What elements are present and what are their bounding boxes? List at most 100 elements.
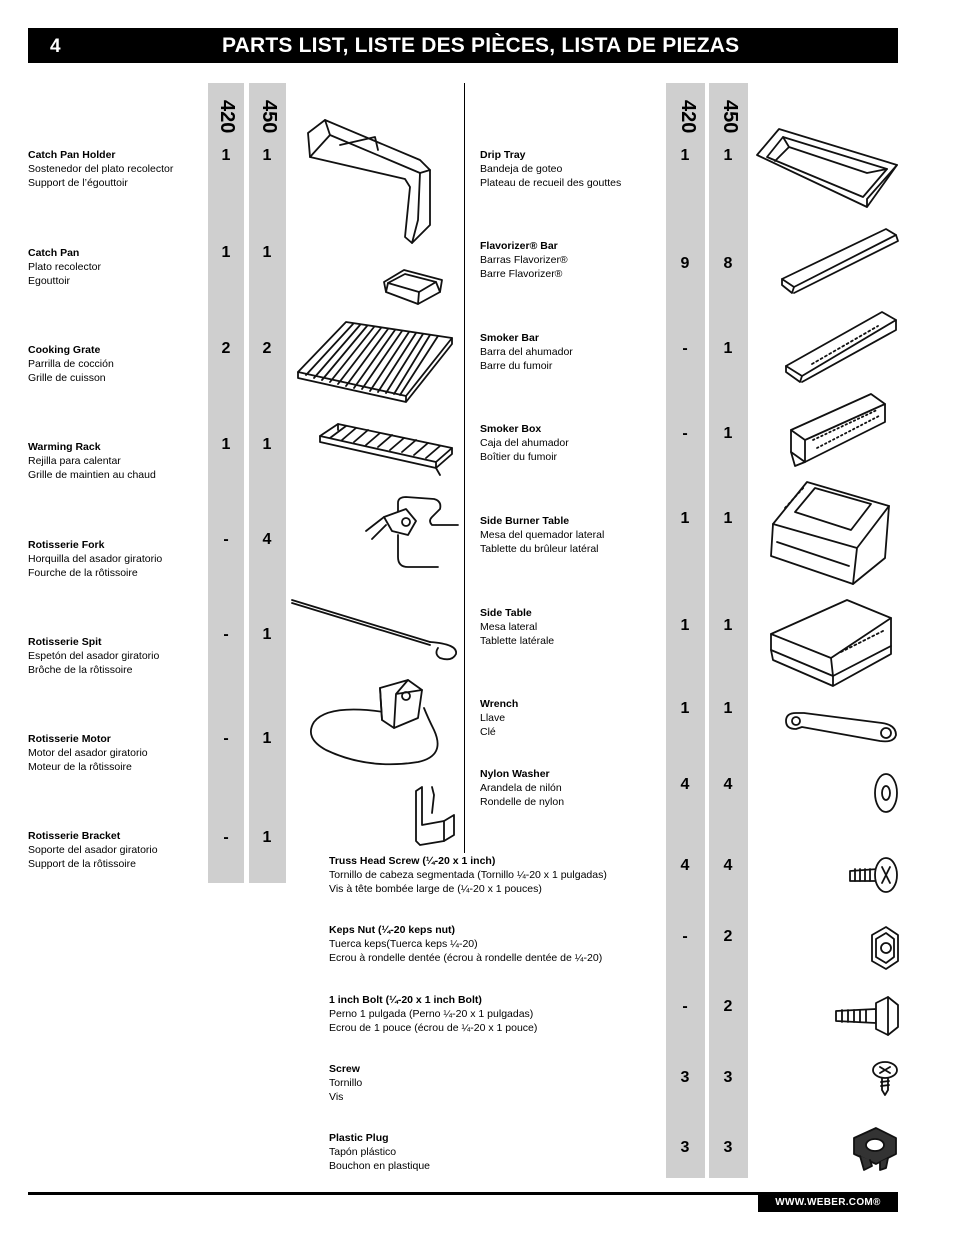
qty-420: 3 [680, 1069, 690, 1086]
qty-450: 2 [723, 998, 733, 1015]
flavorizer-bar-icon [781, 228, 899, 294]
part-name: Drip Tray [480, 149, 526, 161]
qty-450: 1 [723, 340, 733, 357]
qty-450: 8 [723, 255, 733, 272]
qty-450: 1 [262, 147, 272, 164]
qty-450: 1 [723, 510, 733, 527]
part-name: Keps Nut (¼-20 keps nut) [329, 924, 456, 936]
part-name: 1 inch Bolt (¼-20 x 1 inch Bolt) [329, 994, 482, 1006]
part-name-fr: Bouchon en plastique [329, 1160, 430, 1172]
qty-420: - [682, 998, 688, 1015]
part-name: Side Table [480, 607, 532, 619]
part-name-es: Tapón plástico [329, 1146, 397, 1158]
part-name-fr: Vis à tête bombée large de (¼-20 x 1 pou… [329, 883, 542, 895]
catch-pan-icon [383, 269, 443, 305]
part-name-fr: Support de la rôtissoire [28, 858, 136, 870]
qty-450: 1 [262, 436, 272, 453]
qty-420: 4 [680, 857, 690, 874]
part-name-fr: Clé [480, 726, 496, 738]
part-label: Rotisserie Bracket Soporte del asador gi… [28, 829, 158, 871]
part-name: Nylon Washer [480, 768, 550, 780]
part-name-es: Soporte del asador giratorio [28, 844, 158, 856]
part-name: Flavorizer® Bar [480, 240, 558, 252]
part-label: Smoker Box Caja del ahumador Boîtier du … [480, 422, 569, 464]
qty-450: 2 [262, 340, 272, 357]
part-name: Truss Head Screw (¼-20 x 1 inch) [329, 855, 496, 867]
part-label: Side Table Mesa lateral Tablette latéral… [480, 606, 554, 648]
part-name-fr: Tablette latérale [480, 635, 555, 647]
part-name-es: Arandela de nilón [480, 782, 562, 794]
qty-420: 4 [680, 776, 690, 793]
qty-450: 3 [723, 1069, 733, 1086]
part-name: Smoker Bar [480, 332, 539, 344]
part-name-fr: Tablette du brûleur latéral [480, 543, 599, 555]
left-450-column [249, 83, 286, 883]
qty-450: 4 [723, 857, 733, 874]
part-name-fr: Vis [329, 1091, 344, 1103]
part-name-es: Barras Flavorizer® [480, 254, 568, 266]
part-label: Rotisserie Fork Horquilla del asador gir… [28, 538, 162, 580]
part-name: Side Burner Table [480, 515, 570, 527]
part-name-es: Parrilla de cocción [28, 358, 114, 370]
part-name-es: Bandeja de goteo [480, 163, 563, 175]
part-name-es: Plato recolector [28, 261, 101, 273]
part-name-es: Tornillo [329, 1077, 363, 1089]
part-label: Smoker Bar Barra del ahumador Barre du f… [480, 331, 573, 373]
column-divider [464, 83, 465, 853]
part-name-fr: Support de l’égouttoir [28, 177, 128, 189]
qty-450: 1 [262, 626, 272, 643]
drip-tray-icon [756, 128, 898, 208]
left-450-header: 450 [258, 100, 280, 134]
part-name-fr: Plateau de recueil des gouttes [480, 177, 622, 189]
part-name-fr: Ecrou à rondelle dentée (écrou à rondell… [329, 952, 603, 964]
qty-420: 1 [680, 700, 690, 717]
qty-420: 9 [680, 255, 690, 272]
qty-450: 1 [723, 700, 733, 717]
qty-450: 2 [723, 928, 733, 945]
part-name: Cooking Grate [28, 344, 101, 356]
part-label: Catch Pan Holder Sostenedor del plato re… [28, 148, 173, 190]
qty-450: 1 [723, 147, 733, 164]
part-name-es: Barra del ahumador [480, 346, 573, 358]
qty-450: 3 [723, 1139, 733, 1156]
qty-450: 1 [723, 617, 733, 634]
part-name-es: Horquilla del asador giratorio [28, 553, 163, 565]
smoker-bar-icon [785, 311, 897, 383]
rotisserie-fork-icon [365, 496, 459, 568]
screw-icon [872, 1061, 898, 1096]
part-name-fr: Grille de maintien au chaud [28, 469, 156, 481]
page-number: 4 [50, 36, 61, 57]
qty-420: - [223, 531, 229, 548]
rotisserie-bracket-icon [415, 786, 455, 846]
part-label: Warming Rack Rejilla para calentar Grill… [28, 440, 156, 482]
qty-450: 1 [262, 829, 272, 846]
part-name: Rotisserie Bracket [28, 830, 121, 842]
side-burner-table-icon [770, 481, 890, 585]
qty-450: 1 [262, 730, 272, 747]
qty-450: 4 [262, 531, 272, 548]
qty-420: 1 [680, 147, 690, 164]
part-label: Truss Head Screw (¼-20 x 1 inch) Tornill… [329, 854, 607, 896]
part-name: Rotisserie Fork [28, 539, 105, 551]
part-name-es: Tornillo de cabeza segmentada (Tornillo … [329, 869, 607, 881]
part-label: Side Burner Table Mesa del quemador late… [480, 514, 604, 556]
part-name-fr: Barre Flavorizer® [480, 268, 563, 280]
qty-420: - [682, 340, 688, 357]
part-label: Screw Tornillo Vis [329, 1062, 362, 1104]
footer-website[interactable]: WWW.WEBER.COM® [758, 1193, 898, 1212]
qty-420: 1 [680, 510, 690, 527]
plastic-plug-icon [853, 1127, 897, 1171]
part-label: Wrench Llave Clé [480, 697, 518, 739]
part-label: Flavorizer® Bar Barras Flavorizer® Barre… [480, 239, 568, 281]
part-name-es: Espetón del asador giratorio [28, 650, 160, 662]
left-420-header: 420 [216, 100, 238, 134]
part-label: Cooking Grate Parrilla de cocción Grille… [28, 343, 114, 385]
qty-420: 1 [221, 244, 231, 261]
catch-pan-holder-icon [307, 119, 431, 244]
qty-420: - [223, 730, 229, 747]
right-420-header: 420 [677, 100, 699, 134]
part-name-es: Caja del ahumador [480, 437, 569, 449]
part-label: Drip Tray Bandeja de goteo Plateau de re… [480, 148, 621, 190]
bottom-rule [28, 1192, 898, 1195]
qty-420: 2 [221, 340, 231, 357]
